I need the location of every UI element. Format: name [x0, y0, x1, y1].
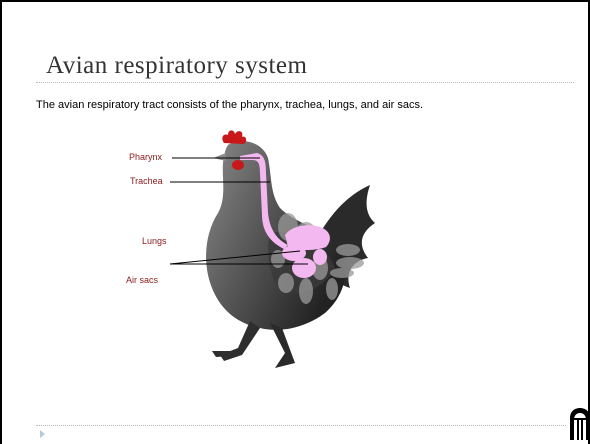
chicken-leg-back	[270, 323, 295, 368]
air-sac-lower	[292, 258, 316, 278]
triangle-bullet-icon	[40, 430, 45, 438]
arch-logo-icon	[568, 406, 590, 442]
chicken-wattle	[232, 160, 244, 170]
air-sac-thoracic	[313, 249, 327, 265]
label-pharynx: Pharynx	[129, 152, 162, 162]
slide-body-text: The avian respiratory tract consists of …	[36, 99, 423, 111]
chicken-foot	[212, 351, 232, 357]
title-divider	[36, 82, 574, 83]
chicken-beak	[213, 153, 226, 161]
label-air-sacs: Air sacs	[126, 275, 158, 285]
chicken-respiratory-diagram: Pharynx Trachea Lungs Air sacs	[120, 123, 381, 379]
label-lungs: Lungs	[142, 236, 167, 246]
chicken-comb	[222, 130, 246, 144]
slide-title: Avian respiratory system	[46, 52, 307, 80]
footer-divider	[36, 425, 566, 426]
label-trachea: Trachea	[130, 176, 163, 186]
